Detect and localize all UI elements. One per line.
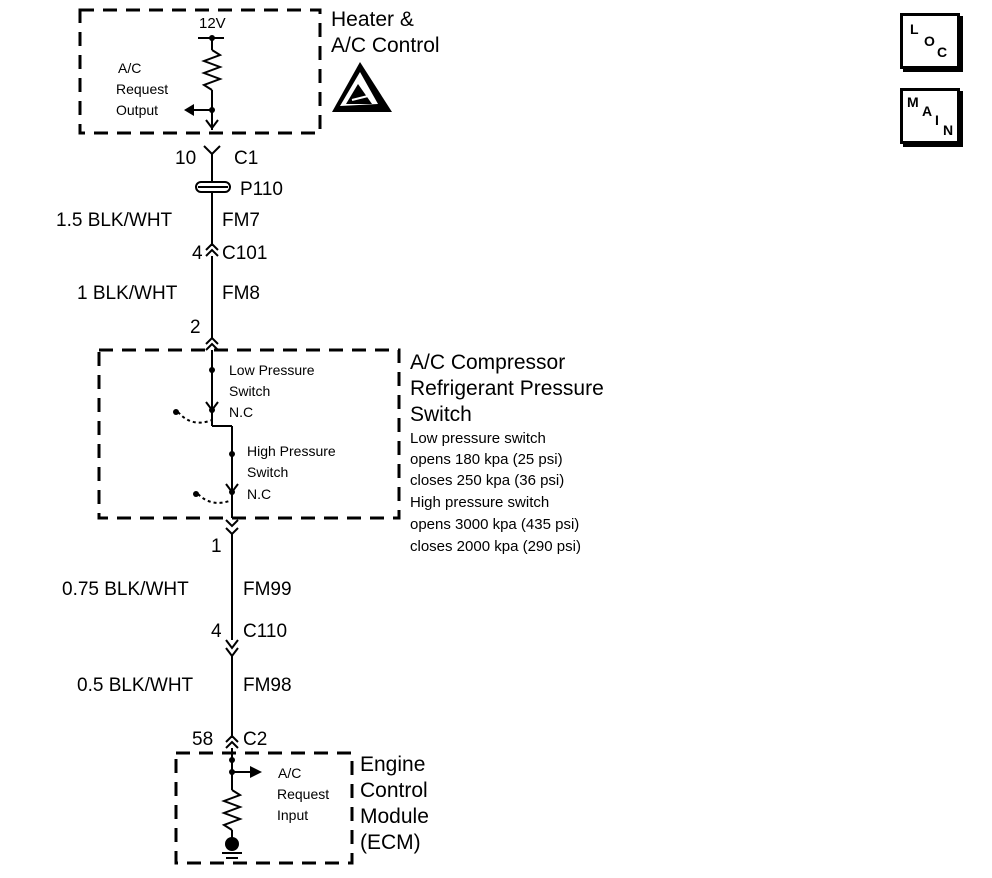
heater-title-line-1: Heater & — [331, 8, 414, 31]
loc-letter-1: L — [910, 21, 919, 37]
spec-line-3: closes 250 kpa (36 psi) — [410, 472, 565, 489]
ecm-box — [174, 751, 354, 865]
ecm-title-2: Control — [360, 779, 428, 802]
heater-internal-circuit — [192, 37, 224, 130]
main-letter-3: I — [935, 112, 939, 128]
input-label-2: Request — [277, 786, 330, 802]
spec-line-4: High pressure switch — [410, 494, 550, 511]
c1-label: C1 — [234, 148, 259, 169]
heater-title-line-2: A/C Control — [331, 34, 440, 57]
wire2-gauge: 1 BLK/WHT — [77, 283, 178, 304]
c110-label: C110 — [243, 621, 288, 642]
switch-bottom-connector-symbol — [225, 527, 239, 536]
output-label-2: Request — [116, 81, 169, 97]
compressor-title-3: Switch — [410, 403, 472, 426]
main-letter-4: N — [943, 122, 954, 138]
ground-icon — [222, 837, 242, 859]
main-button[interactable]: M A I N — [900, 88, 960, 144]
ecm-title-4: (ECM) — [360, 831, 421, 854]
main-letter-2: A — [922, 103, 933, 119]
pressure-switch-box — [97, 348, 401, 520]
wire3-id: FM99 — [243, 579, 292, 600]
wire4-gauge: 0.5 BLK/WHT — [77, 675, 194, 696]
main-letter-1: M — [907, 94, 919, 110]
ecm-internal-circuit — [221, 748, 252, 838]
low-switch-nc: N.C — [229, 404, 254, 420]
switch-pin-top: 2 — [190, 317, 201, 338]
input-label-3: Input — [277, 807, 309, 823]
c2-connector-symbol — [225, 734, 239, 743]
spec-line-1: Low pressure switch — [410, 430, 546, 447]
switch-top-connector-symbol — [205, 336, 219, 345]
high-switch-nc: N.C — [247, 486, 272, 502]
pressure-switches — [177, 350, 239, 518]
input-label-1: A/C — [278, 765, 302, 781]
wire1-id: FM7 — [222, 210, 260, 231]
loc-button[interactable]: L O C — [900, 13, 960, 69]
low-switch-label-2: Switch — [229, 383, 271, 399]
c101-pin: 4 — [192, 243, 203, 264]
supply-voltage: 12V — [199, 15, 226, 32]
c101-connector-symbol — [205, 242, 219, 251]
compressor-title-1: A/C Compressor — [410, 351, 566, 374]
output-label-1: A/C — [118, 60, 142, 76]
c110-pin: 4 — [211, 621, 222, 642]
p110-label: P110 — [240, 179, 283, 200]
c110-connector-symbol — [225, 639, 239, 650]
heater-ac-control-box — [78, 8, 322, 135]
wire4-id: FM98 — [243, 675, 292, 696]
ecm-title-3: Module — [360, 805, 429, 828]
high-switch-label-1: High Pressure — [247, 443, 336, 459]
spec-line-6: closes 2000 kpa (290 psi) — [410, 538, 581, 555]
c101-label: C101 — [222, 243, 268, 264]
c2-pin: 58 — [192, 729, 214, 750]
output-arrow-icon — [184, 104, 194, 116]
switch-pin-bottom: 1 — [211, 536, 222, 557]
p110-passthrough-symbol — [195, 181, 231, 193]
c1-pin: 10 — [175, 148, 197, 169]
compressor-title-2: Refrigerant Pressure — [410, 377, 604, 400]
c1-connector-symbol — [203, 145, 221, 156]
ecm-title-1: Engine — [360, 753, 426, 776]
spec-line-2: opens 180 kpa (25 psi) — [410, 451, 563, 468]
loc-letter-3: C — [937, 44, 948, 60]
loc-letter-2: O — [924, 33, 935, 49]
low-switch-label-1: Low Pressure — [229, 362, 315, 378]
high-switch-label-2: Switch — [247, 464, 289, 480]
wire1-gauge: 1.5 BLK/WHT — [56, 210, 173, 231]
esd-warning-icon — [332, 62, 392, 112]
wire2-id: FM8 — [222, 283, 260, 304]
wire3-gauge: 0.75 BLK/WHT — [62, 579, 189, 600]
c2-label: C2 — [243, 729, 268, 750]
input-arrow-icon — [250, 766, 262, 778]
spec-line-5: opens 3000 kpa (435 psi) — [410, 516, 580, 533]
output-label-3: Output — [116, 102, 159, 118]
